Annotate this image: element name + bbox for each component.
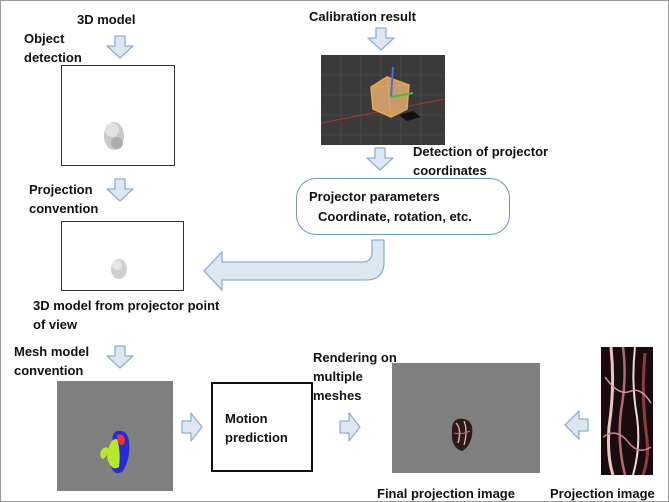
arrow-right-mesh-to-motion	[181, 412, 203, 442]
projector-parameters-detail: Coordinate, rotation, etc.	[318, 209, 472, 224]
motion-prediction-label: Motion prediction	[225, 411, 288, 445]
label-mesh-model-convention: Mesh model convention	[14, 344, 90, 378]
arrow-down-projection	[106, 178, 134, 202]
textured-head-shape	[452, 418, 473, 451]
arrow-left-texture-to-final	[564, 410, 589, 440]
label-object-detection: Object detection	[24, 31, 82, 65]
calibration-result-image	[320, 55, 446, 145]
arrow-right-motion-to-render	[339, 412, 361, 442]
projector-parameters-box: Projector parameters Coordinate, rotatio…	[296, 178, 510, 235]
arrow-bent-projector-params	[203, 239, 385, 291]
arrow-down-3d-model	[106, 35, 134, 59]
final-projection-image	[392, 363, 540, 473]
label-detection-projector-coords: Detection of projector coordinates	[413, 144, 549, 178]
object-detection-image	[61, 65, 175, 166]
label-projection-convention: Projection convention	[29, 182, 99, 216]
label-projection-image: Projection image	[550, 486, 655, 501]
calibration-cube-scene	[320, 55, 446, 145]
arrow-down-calibration	[367, 27, 395, 51]
projector-parameters-title: Projector parameters	[309, 189, 440, 204]
head-model-small-shape	[111, 259, 127, 279]
motion-prediction-box: Motion prediction	[211, 382, 313, 472]
texture-strands	[602, 346, 652, 476]
arrow-down-mesh	[106, 345, 134, 369]
mesh-model-image	[57, 381, 173, 491]
label-final-projection-image: Final projection image	[377, 486, 515, 501]
label-rendering-multiple-meshes: Rendering on multiple meshes	[313, 350, 397, 403]
arrow-down-detection	[366, 147, 394, 171]
head-model-shape	[104, 122, 124, 150]
label-model-from-projector: 3D model from projector point of view	[33, 298, 220, 332]
colored-mesh-shape	[100, 430, 130, 474]
label-3d-model: 3D model	[77, 12, 136, 27]
projection-image-texture	[601, 346, 653, 476]
projector-view-image	[61, 221, 184, 291]
label-calibration-result: Calibration result	[309, 9, 416, 24]
